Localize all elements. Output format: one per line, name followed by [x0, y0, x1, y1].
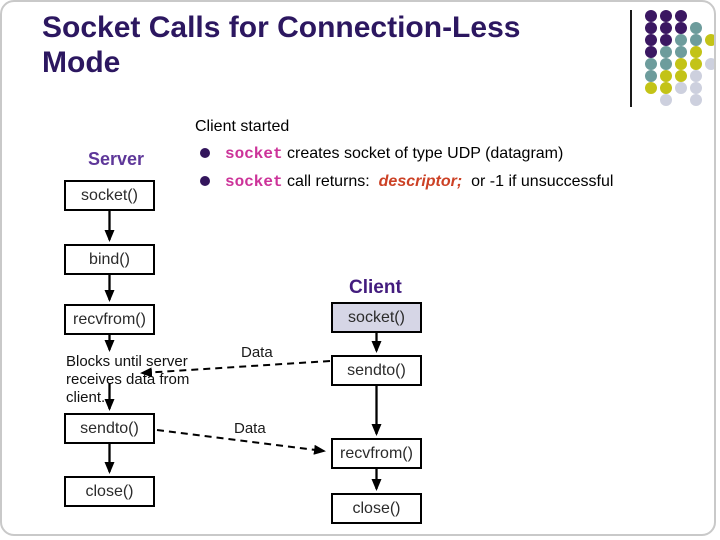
bullet-item: socket call returns: descriptor; or -1 i…: [199, 171, 699, 192]
code-text: socket: [225, 173, 283, 191]
client-sendto-box: sendto(): [331, 355, 422, 386]
client-column-label: Client: [349, 277, 402, 298]
client-recvfrom-box: recvfrom(): [331, 438, 422, 469]
server-sendto-box: sendto(): [64, 413, 155, 444]
dot: [675, 10, 687, 22]
bullet-icon: [200, 176, 210, 186]
code-text: socket: [225, 145, 283, 163]
bullet-text: socket call returns: descriptor; or -1 i…: [225, 173, 614, 191]
dot: [690, 58, 702, 70]
dot: [675, 22, 687, 34]
dot: [660, 58, 672, 70]
dot: [645, 10, 657, 22]
dot: [675, 46, 687, 58]
emphasis-text: descriptor;: [378, 173, 463, 190]
dot: [660, 82, 672, 94]
dot: [690, 70, 702, 82]
server-recvfrom-box: recvfrom(): [64, 304, 155, 335]
bullet-icon: [200, 148, 210, 158]
dot: [705, 58, 714, 70]
title-line-2: Mode: [42, 46, 121, 79]
dot: [660, 70, 672, 82]
bullet-text: socket creates socket of type UDP (datag…: [225, 145, 564, 163]
dot: [660, 34, 672, 46]
intro-text: Client started: [195, 118, 290, 135]
dot: [660, 94, 672, 106]
dot: [705, 34, 714, 46]
dot: [645, 70, 657, 82]
dot: [675, 58, 687, 70]
client-close-box: close(): [331, 493, 422, 524]
server-bind-box: bind(): [64, 244, 155, 275]
dot: [675, 70, 687, 82]
dot: [660, 22, 672, 34]
dots-decoration: [645, 10, 714, 110]
server-column-label: Server: [88, 149, 145, 169]
dot: [690, 34, 702, 46]
client-socket-box: socket(): [331, 302, 422, 333]
title-separator-line: [630, 10, 632, 107]
dot: [690, 82, 702, 94]
title-line-1: Socket Calls for Connection-Less: [42, 11, 521, 44]
bullet-list: socket creates socket of type UDP (datag…: [199, 143, 699, 199]
dot: [645, 22, 657, 34]
dot: [660, 10, 672, 22]
dot: [645, 58, 657, 70]
dot: [645, 46, 657, 58]
server-socket-box: socket(): [64, 180, 155, 211]
dot: [690, 94, 702, 106]
data-flow-label: Data: [234, 420, 266, 437]
data-flow-label: Data: [241, 344, 273, 361]
dot: [645, 34, 657, 46]
server-close-box: close(): [64, 476, 155, 507]
dot: [660, 46, 672, 58]
dot: [690, 46, 702, 58]
dot: [690, 22, 702, 34]
blocking-note: Blocks until server receives data from c…: [66, 353, 190, 406]
dot: [675, 82, 687, 94]
dot: [645, 82, 657, 94]
dot: [675, 34, 687, 46]
bullet-item: socket creates socket of type UDP (datag…: [199, 143, 699, 164]
